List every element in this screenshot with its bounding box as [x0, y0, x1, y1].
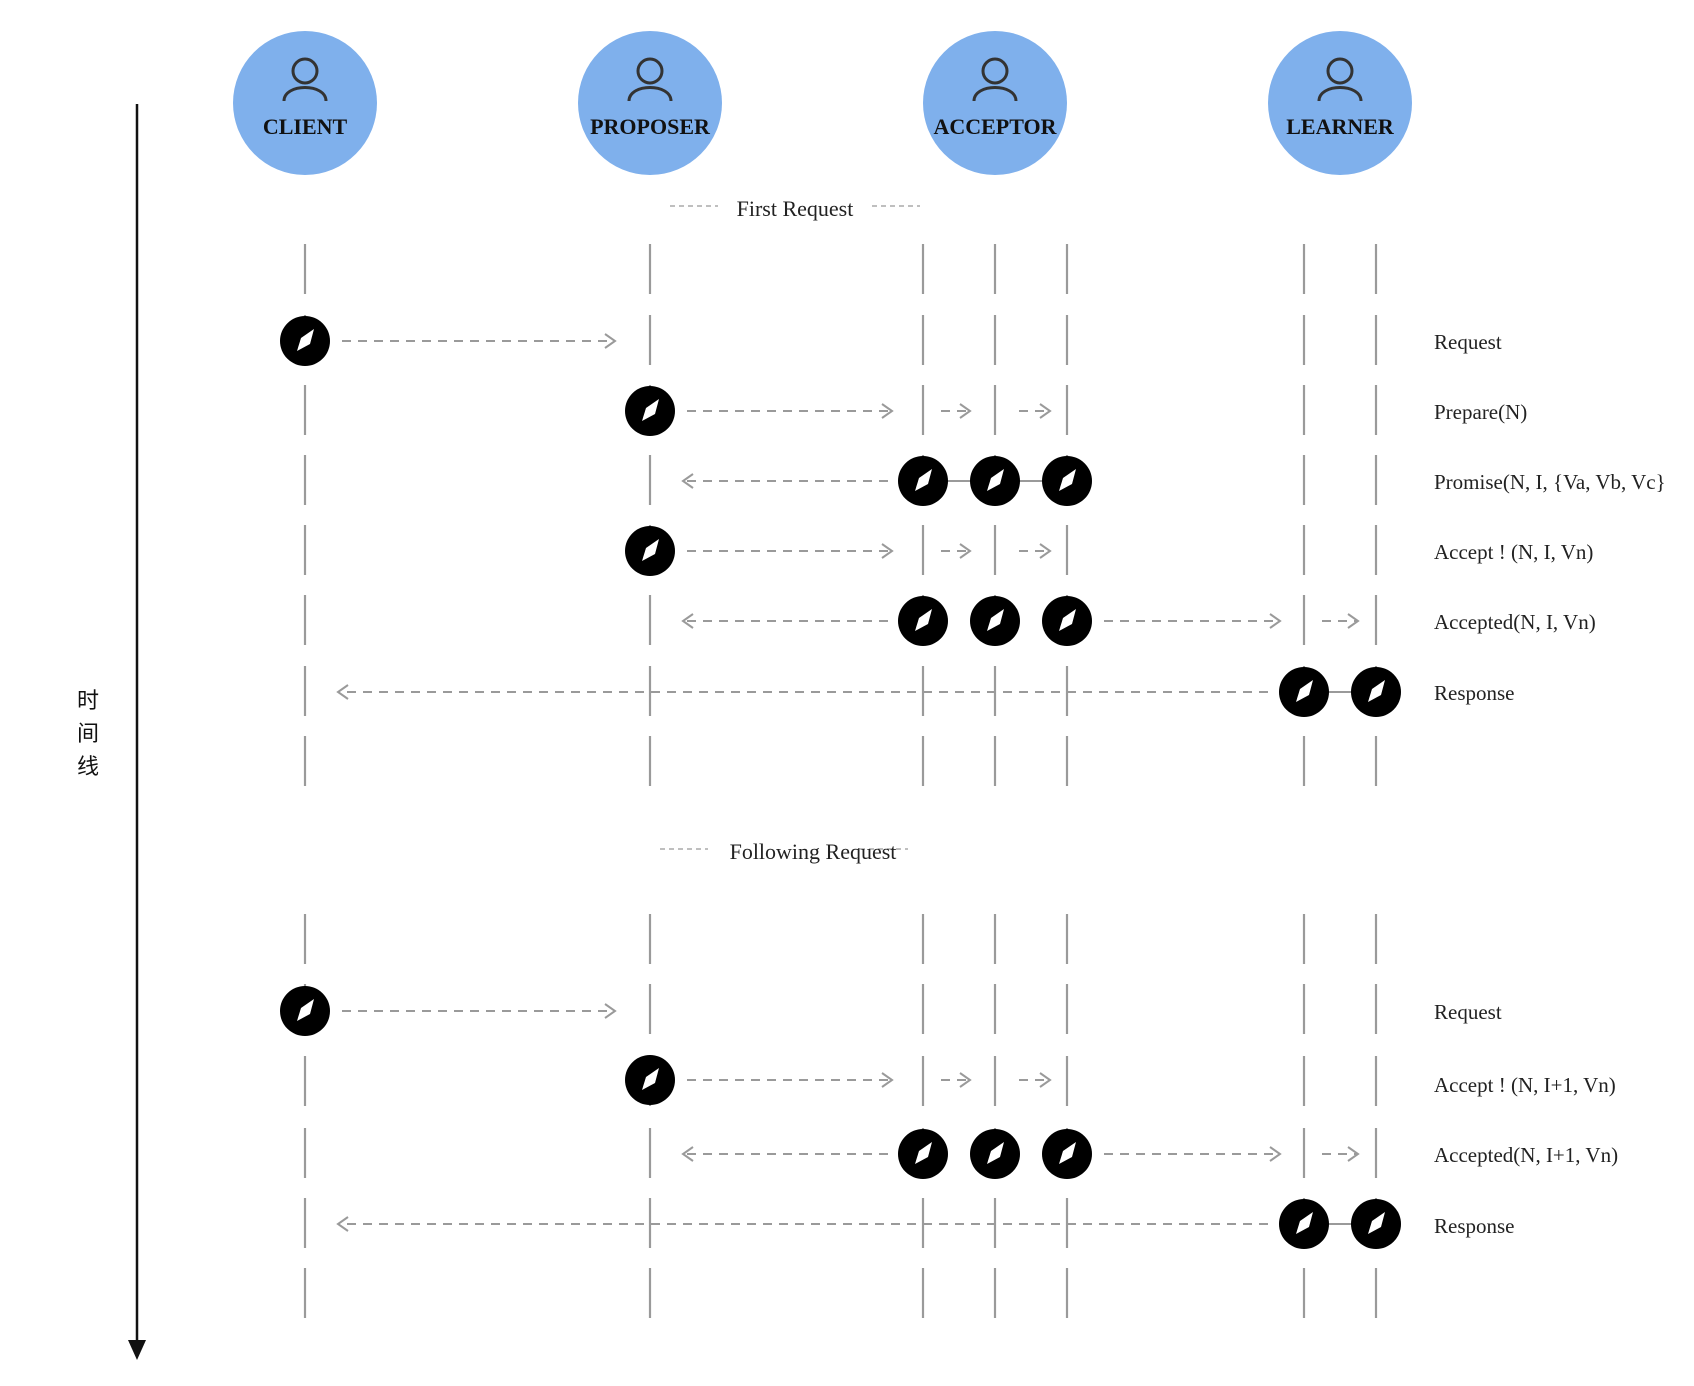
step-label: Promise(N, I, {Va, Vb, Vc}	[1434, 470, 1666, 494]
arrowhead	[336, 684, 349, 700]
compass-node-icon	[898, 1129, 948, 1179]
actor-learner: LEARNER	[1268, 31, 1412, 175]
timeline-label: 时 间 线	[77, 689, 99, 780]
actor-label: LEARNER	[1286, 114, 1395, 139]
user-icon	[627, 57, 673, 102]
section-first-request: First Request	[670, 196, 920, 221]
user-icon	[1317, 57, 1363, 102]
compass-node-icon	[1351, 1199, 1401, 1249]
arrowhead	[1347, 613, 1360, 629]
step-labels: Request Prepare(N) Promise(N, I, {Va, Vb…	[1434, 330, 1666, 1238]
step-label: Response	[1434, 681, 1515, 705]
arrowhead	[1039, 403, 1052, 419]
arrowhead	[1269, 613, 1282, 629]
compass-node-icon	[970, 456, 1020, 506]
compass-node-icon	[1279, 1199, 1329, 1249]
arrowhead	[959, 403, 972, 419]
arrowhead	[681, 473, 694, 489]
step-label: Accepted(N, I+1, Vn)	[1434, 1143, 1618, 1167]
timeline-axis	[128, 104, 146, 1360]
compass-node-icon	[1279, 667, 1329, 717]
compass-node-icon	[1042, 456, 1092, 506]
actor-acceptor: ACCEPTOR	[923, 31, 1067, 175]
lifelines	[303, 244, 1378, 1318]
compass-node-icon	[280, 316, 330, 366]
timeline-char-2: 间	[77, 722, 99, 747]
arrowhead	[681, 613, 694, 629]
arrowhead	[1039, 1072, 1052, 1088]
timeline-char-1: 时	[77, 689, 99, 714]
step-label: Request	[1434, 330, 1502, 354]
compass-node-icon	[1042, 1129, 1092, 1179]
compass-node-icon	[1351, 667, 1401, 717]
user-icon	[972, 57, 1018, 102]
compass-node-icon	[898, 456, 948, 506]
arrowhead	[1039, 543, 1052, 559]
actor-client: CLIENT	[233, 31, 377, 175]
compass-node-icon	[970, 1129, 1020, 1179]
compass-node-icon	[1042, 596, 1092, 646]
arrowhead	[604, 333, 617, 349]
compass-node-icon	[625, 526, 675, 576]
arrowhead	[604, 1003, 617, 1019]
arrowhead	[1347, 1146, 1360, 1162]
timeline-char-3: 线	[77, 755, 99, 780]
arrowhead	[336, 1216, 349, 1232]
arrowhead	[881, 403, 894, 419]
compass-node-icon	[970, 596, 1020, 646]
messages	[336, 333, 1376, 1232]
actor-proposer: PROPOSER	[578, 31, 722, 175]
arrowhead	[881, 543, 894, 559]
nodes	[280, 316, 1401, 1249]
compass-node-icon	[625, 386, 675, 436]
arrowhead	[881, 1072, 894, 1088]
arrowhead	[1269, 1146, 1282, 1162]
section-title: Following Request	[730, 839, 897, 864]
compass-node-icon	[625, 1055, 675, 1105]
actor-label: CLIENT	[263, 114, 348, 139]
arrowhead	[959, 543, 972, 559]
step-label: Response	[1434, 1214, 1515, 1238]
actor-label: PROPOSER	[590, 114, 711, 139]
arrowhead	[681, 1146, 694, 1162]
compass-node-icon	[280, 986, 330, 1036]
compass-node-icon	[898, 596, 948, 646]
step-label: Accept ! (N, I, Vn)	[1434, 540, 1593, 564]
step-label: Prepare(N)	[1434, 400, 1527, 424]
step-label: Request	[1434, 1000, 1502, 1024]
step-label: Accept ! (N, I+1, Vn)	[1434, 1073, 1616, 1097]
user-icon	[282, 57, 328, 102]
section-following-request: Following Request	[660, 839, 908, 864]
actor-label: ACCEPTOR	[933, 114, 1057, 139]
section-title: First Request	[737, 196, 854, 221]
step-label: Accepted(N, I, Vn)	[1434, 610, 1596, 634]
arrowhead	[959, 1072, 972, 1088]
